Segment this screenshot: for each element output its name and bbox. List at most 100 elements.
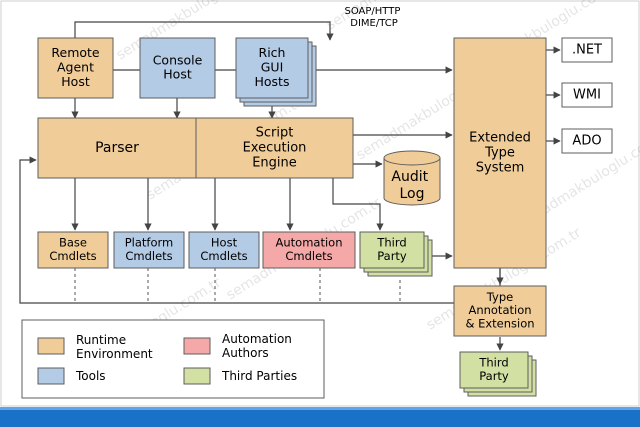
protocol-label-line-2: DIME/TCP bbox=[350, 18, 398, 29]
host-cmdlets-box bbox=[188, 231, 260, 269]
console-host-label-line-1: Console bbox=[153, 52, 203, 67]
dotnet-box bbox=[561, 37, 613, 63]
wmi-label-line-1: WMI bbox=[573, 88, 601, 103]
platform-cmdlets-label-line-2: Cmdlets bbox=[125, 249, 172, 263]
third-party-label-line-2: Party bbox=[377, 249, 407, 263]
taskbar-highlight bbox=[0, 407, 640, 410]
wmi-node: WMI bbox=[561, 82, 613, 108]
wmi-box bbox=[561, 82, 613, 108]
third-party-bottom-box bbox=[459, 351, 529, 389]
type-annotation-label-line-1: Type bbox=[486, 290, 513, 304]
base-cmdlets-box bbox=[37, 231, 109, 269]
console-host-box bbox=[139, 37, 216, 99]
automation-cmdlets-box bbox=[262, 231, 356, 269]
parser-node: Parser bbox=[37, 117, 197, 179]
protocol-label-line-1: SOAP/HTTP bbox=[344, 6, 400, 17]
legend-automation-line-2: Authors bbox=[222, 346, 269, 360]
svg-text:Runtime Environment: Runtime Environment bbox=[76, 333, 153, 361]
ado-box bbox=[561, 128, 613, 154]
parser-label-line-1: Parser bbox=[95, 140, 139, 156]
script-engine-box bbox=[195, 117, 354, 179]
console-host-label-line-2: Host bbox=[163, 67, 192, 82]
remote-agent-host-label-line-2: Agent bbox=[57, 59, 94, 74]
host-cmdlets-label-line-1: Host bbox=[211, 236, 238, 250]
dotnet-node: .NET bbox=[561, 37, 613, 63]
svg-text:WMI: WMI bbox=[573, 88, 601, 103]
audit-log-line-1: Audit bbox=[391, 169, 428, 185]
audit-log-node: Audit Log bbox=[383, 150, 441, 206]
svg-text:ADO: ADO bbox=[572, 134, 601, 149]
remote-agent-host-box bbox=[37, 37, 114, 99]
host-cmdlets-label-line-2: Cmdlets bbox=[200, 249, 247, 263]
remote-agent-host-label-line-3: Host bbox=[61, 74, 90, 89]
svg-text:Audit Log: Audit Log bbox=[391, 169, 432, 202]
extended-type-system-label-line-2: Type bbox=[484, 146, 515, 161]
edge-to-third-party bbox=[332, 178, 384, 231]
legend: Runtime Environment Tools Automation Aut… bbox=[21, 319, 325, 399]
ado-node: ADO bbox=[561, 128, 613, 154]
legend-runtime-line-1: Runtime bbox=[76, 333, 126, 347]
ado-label-line-1: ADO bbox=[572, 134, 601, 149]
audit-log-line-2: Log bbox=[399, 186, 424, 202]
legend-automation-line-1: Automation bbox=[222, 332, 292, 346]
rich-gui-hosts-label-line-3: Hosts bbox=[255, 74, 290, 89]
platform-cmdlets-box bbox=[113, 231, 185, 269]
rich-gui-hosts-label-line-2: GUI bbox=[261, 59, 284, 74]
base-cmdlets-label-line-2: Cmdlets bbox=[49, 249, 96, 263]
automation-cmdlets-label-line-1: Automation bbox=[276, 236, 343, 250]
legend-box bbox=[21, 319, 325, 399]
taskbar-strip bbox=[0, 407, 640, 427]
extended-type-system-box bbox=[453, 37, 547, 269]
svg-text:SOAP/HTTP DIME/TCP: SOAP/HTTP DIME/TCP bbox=[344, 6, 403, 29]
edge-remote-to-rich bbox=[74, 21, 334, 41]
rich-gui-hosts-box bbox=[235, 37, 309, 99]
script-engine-label-line-1: Script bbox=[256, 126, 294, 141]
dotnet-label-line-1: .NET bbox=[572, 43, 602, 58]
script-engine-label-line-2: Execution bbox=[243, 141, 307, 156]
type-annotation-box bbox=[453, 285, 547, 337]
svg-text:.NET: .NET bbox=[572, 43, 602, 58]
third-party-bottom-label-line-2: Party bbox=[479, 369, 509, 383]
svg-text:Automation Authors: Automation Authors bbox=[222, 332, 296, 360]
dashed-connector-layer bbox=[74, 268, 401, 303]
legend-swatch-automation bbox=[183, 337, 211, 355]
platform-cmdlets-label-line-1: Platform bbox=[125, 236, 174, 250]
remote-agent-host-label-line-1: Remote bbox=[51, 45, 100, 60]
legend-tools-label: Tools bbox=[75, 369, 106, 383]
legend-swatch-tools bbox=[37, 367, 65, 385]
parser-box bbox=[37, 117, 197, 179]
legend-third-parties-label: Third Parties bbox=[221, 369, 297, 383]
legend-swatch-runtime bbox=[37, 337, 65, 355]
type-annotation-label-line-2: Annotation bbox=[468, 303, 531, 317]
extended-type-system-label-line-1: Extended bbox=[469, 131, 531, 146]
base-cmdlets-label-line-1: Base bbox=[59, 236, 87, 250]
third-party-box bbox=[359, 231, 425, 269]
rich-gui-hosts-label-line-1: Rich bbox=[259, 45, 286, 60]
legend-runtime-line-2: Environment bbox=[76, 347, 153, 361]
